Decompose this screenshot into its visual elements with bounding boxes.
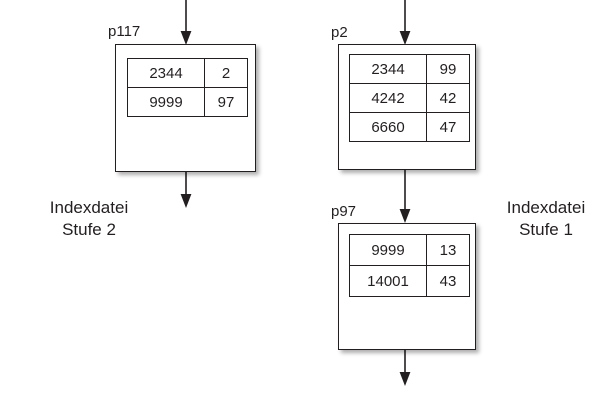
caption-left: Indexdatei Stufe 2 (14, 197, 164, 241)
table-row: 2344 99 (349, 54, 470, 84)
entry-table-p117: 2344 2 9999 97 (127, 58, 248, 117)
entry-key: 9999 (127, 87, 205, 117)
entry-table-p97: 9999 13 14001 43 (349, 234, 470, 297)
table-row: 14001 43 (349, 265, 470, 297)
entry-key: 4242 (349, 83, 427, 113)
entry-pointer: 42 (426, 83, 470, 113)
arrow-into-p117 (177, 0, 195, 46)
table-row: 6660 47 (349, 112, 470, 142)
entry-pointer: 2 (204, 58, 248, 88)
caption-left-line1: Indexdatei (49, 198, 129, 217)
caption-right: Indexdatei Stufe 1 (491, 197, 601, 241)
entry-pointer: 13 (426, 234, 470, 266)
entry-key: 2344 (349, 54, 427, 84)
arrow-into-p2 (396, 0, 414, 46)
page-block-p2[interactable]: 2344 99 4242 42 6660 47 (338, 44, 476, 170)
table-row: 4242 42 (349, 83, 470, 113)
page-label-p97: p97 (331, 203, 357, 220)
page-block-p97[interactable]: 9999 13 14001 43 (338, 223, 476, 350)
caption-right-line1: Indexdatei (506, 198, 586, 217)
entry-table-p2: 2344 99 4242 42 6660 47 (349, 54, 470, 142)
arrow-out-of-p117 (177, 171, 195, 209)
entry-key: 14001 (349, 265, 427, 297)
entry-key: 2344 (127, 58, 205, 88)
page-label-p2: p2 (331, 24, 348, 41)
entry-key: 6660 (349, 112, 427, 142)
table-row: 9999 97 (127, 87, 248, 117)
caption-right-line2: Stufe 1 (519, 220, 573, 239)
page-block-p117[interactable]: 2344 2 9999 97 (115, 44, 256, 172)
caption-left-line2: Stufe 2 (62, 220, 116, 239)
arrow-out-of-p97 (396, 349, 414, 387)
table-row: 9999 13 (349, 234, 470, 266)
table-row: 2344 2 (127, 58, 248, 88)
entry-pointer: 47 (426, 112, 470, 142)
page-label-p117: p117 (108, 23, 141, 40)
entry-pointer: 99 (426, 54, 470, 84)
entry-key: 9999 (349, 234, 427, 266)
entry-pointer: 97 (204, 87, 248, 117)
arrow-p2-to-p97 (396, 169, 414, 225)
entry-pointer: 43 (426, 265, 470, 297)
